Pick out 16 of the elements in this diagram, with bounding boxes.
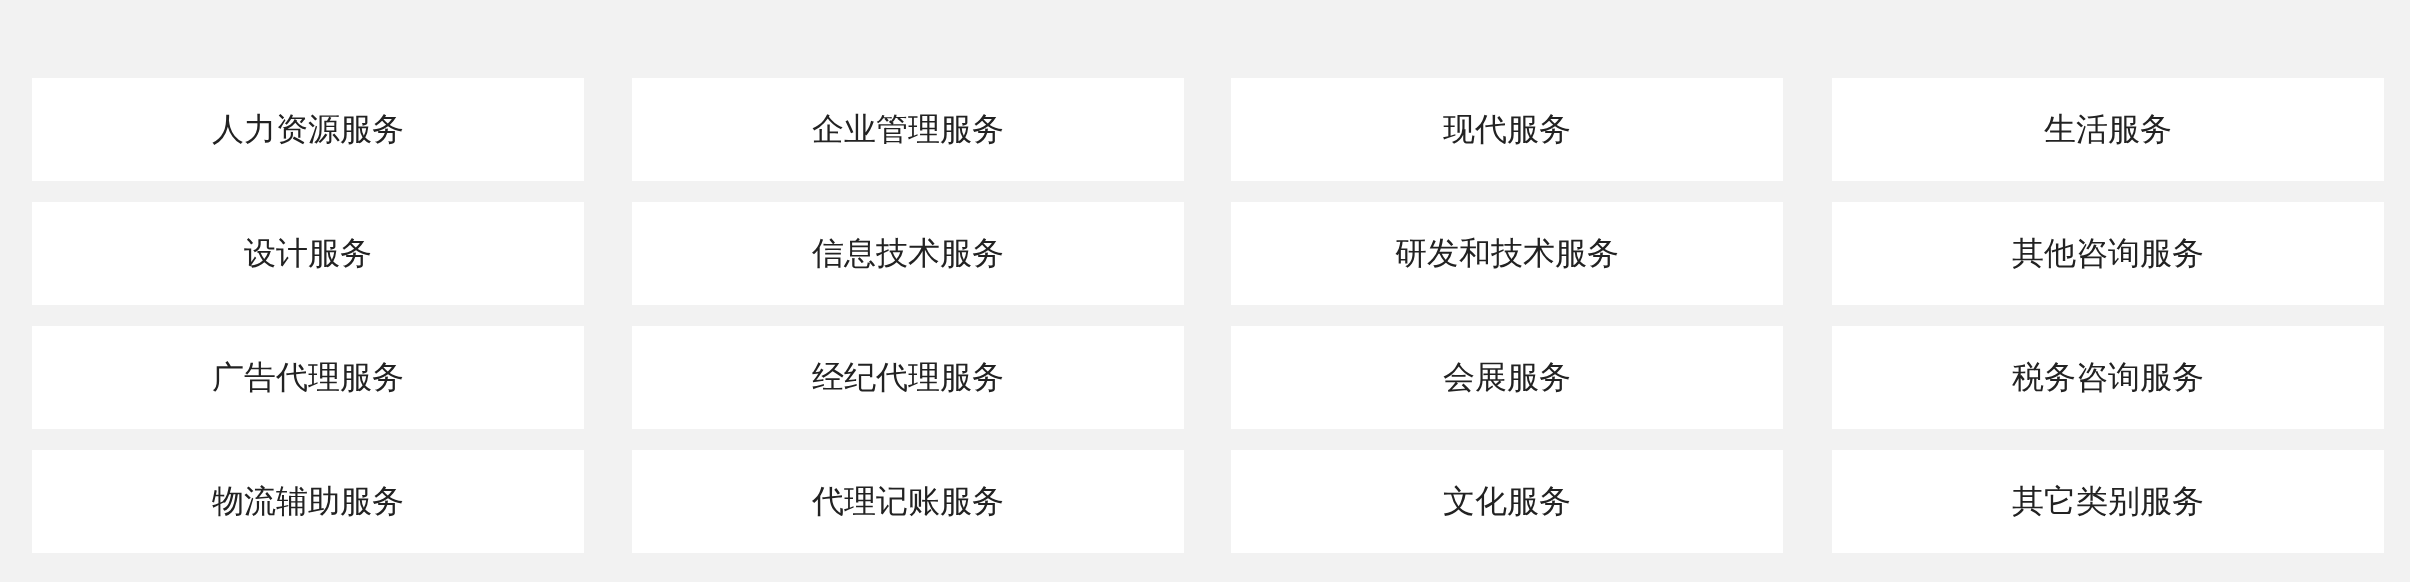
- service-label: 生活服务: [2044, 110, 2172, 149]
- service-label: 经纪代理服务: [812, 358, 1004, 397]
- service-label: 设计服务: [244, 234, 372, 273]
- service-label: 其他咨询服务: [2012, 234, 2204, 273]
- service-label: 会展服务: [1443, 358, 1571, 397]
- service-label: 人力资源服务: [212, 110, 404, 149]
- service-label: 广告代理服务: [212, 358, 404, 397]
- service-label: 税务咨询服务: [2012, 358, 2204, 397]
- service-label: 信息技术服务: [812, 234, 1004, 273]
- service-label: 研发和技术服务: [1395, 234, 1619, 273]
- service-label: 其它类别服务: [2012, 482, 2204, 521]
- service-label: 文化服务: [1443, 482, 1571, 521]
- service-label: 代理记账服务: [812, 482, 1004, 521]
- service-label: 现代服务: [1443, 110, 1571, 149]
- service-label: 物流辅助服务: [212, 482, 404, 521]
- service-label: 企业管理服务: [812, 110, 1004, 149]
